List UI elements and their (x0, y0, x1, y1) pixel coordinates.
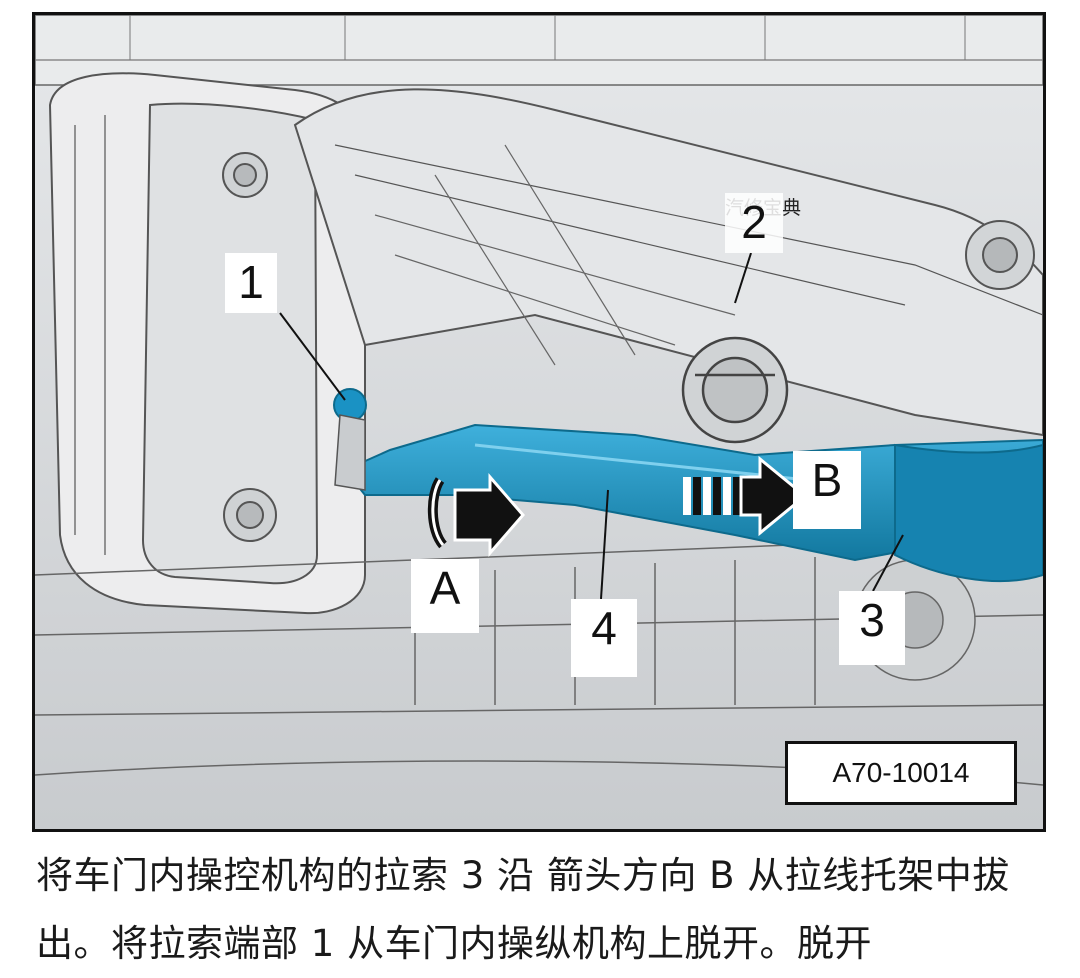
instruction-text: 将车门内操控机构的拉索 3 沿 箭头方向 B 从拉线托架中拔出。将拉索端部 1 … (36, 854, 1010, 965)
callout-3: 3 (839, 591, 905, 665)
handle-shell (293, 88, 1043, 437)
arrow-a-icon (427, 472, 525, 558)
handle-housing (48, 72, 366, 615)
top-rail (35, 15, 1043, 86)
callout-a: A (411, 559, 479, 633)
figure-code-label: A70-10014 (785, 741, 1017, 805)
technical-illustration: 汽修宝典 1 2 3 4 A B A70-10014 (32, 12, 1046, 832)
leader-lines (279, 252, 904, 600)
arrow-b-icon (683, 455, 808, 537)
callout-4: 4 (571, 599, 637, 677)
callout-b: B (793, 451, 861, 529)
callout-1: 1 (225, 253, 277, 313)
cable-bracket (681, 336, 789, 444)
callout-2: 2 (725, 193, 783, 253)
door-handle-drawing (35, 15, 1043, 829)
